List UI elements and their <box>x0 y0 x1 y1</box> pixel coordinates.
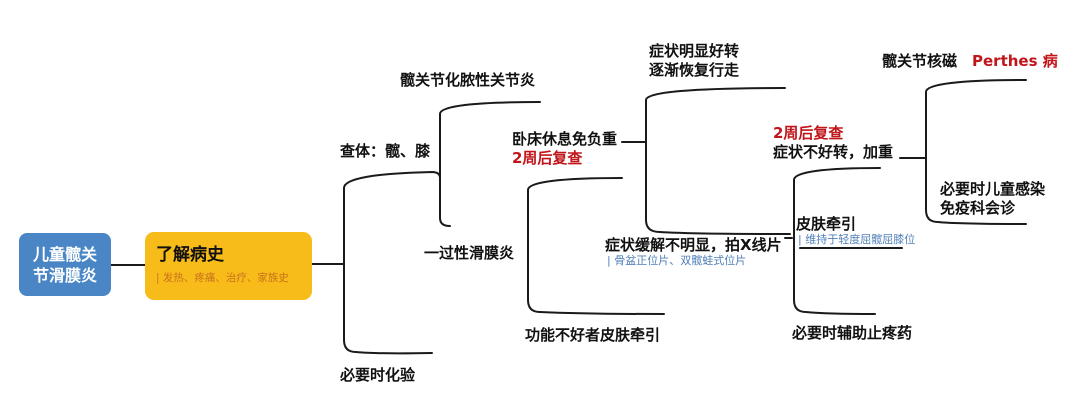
suppurative-arthritis-node[interactable]: 髋关节化脓性关节炎 <box>400 71 536 89</box>
improved-node-line1[interactable]: 症状明显好转 <box>649 42 740 60</box>
consult-node-line1[interactable]: 必要时儿童感染 <box>940 180 1046 198</box>
perthes-disease-label: Perthes 病 <box>972 52 1058 70</box>
xray-node[interactable]: 症状缓解不明显，拍X线片 <box>605 236 782 254</box>
worse-node[interactable]: 症状不好转，加重 <box>773 143 894 161</box>
transient-synovitis-node[interactable]: 一过性滑膜炎 <box>424 244 515 262</box>
exam-node[interactable]: 查体：髋、膝 <box>340 142 431 160</box>
xray-note: | 骨盆正位片、双髋蛙式位片 <box>607 254 747 267</box>
skin-traction-poor-function-node[interactable]: 功能不好者皮肤牵引 <box>525 326 661 344</box>
history-note: | 发热、疼痛、治疗、家族史 <box>156 272 289 284</box>
root-line1: 儿童髋关 <box>32 244 97 264</box>
branch-outcome <box>645 87 791 235</box>
history-title: 了解病史 <box>156 245 224 265</box>
branch-followup <box>793 167 881 315</box>
branch-transient <box>527 177 665 315</box>
analgesic-node[interactable]: 必要时辅助止疼药 <box>792 324 913 342</box>
root-line2: 节滑膜炎 <box>32 265 97 285</box>
improved-node-line2[interactable]: 逐渐恢复行走 <box>649 61 740 79</box>
bedrest-recheck-label: 2周后复查 <box>512 149 583 167</box>
bedrest-node[interactable]: 卧床休息免负重 <box>512 130 618 148</box>
mri-node[interactable]: 髋关节核磁 <box>882 52 958 70</box>
branch-mri <box>925 79 1027 225</box>
root-node-pediatric-hip-synovitis[interactable]: 儿童髋关 节滑膜炎 <box>19 233 111 296</box>
consult-node-line2[interactable]: 免疫科会诊 <box>940 199 1016 217</box>
branch-level1 <box>343 171 441 355</box>
worse-recheck-label: 2周后复查 <box>773 124 844 142</box>
lab-node[interactable]: 必要时化验 <box>340 366 416 384</box>
skin-traction-node[interactable]: 皮肤牵引 <box>796 215 857 233</box>
branch-exam <box>439 101 541 227</box>
history-node[interactable]: 了解病史 | 发热、疼痛、治疗、家族史 <box>145 232 312 300</box>
skin-traction-note: | 维持于轻度屈髋屈膝位 <box>798 233 916 246</box>
